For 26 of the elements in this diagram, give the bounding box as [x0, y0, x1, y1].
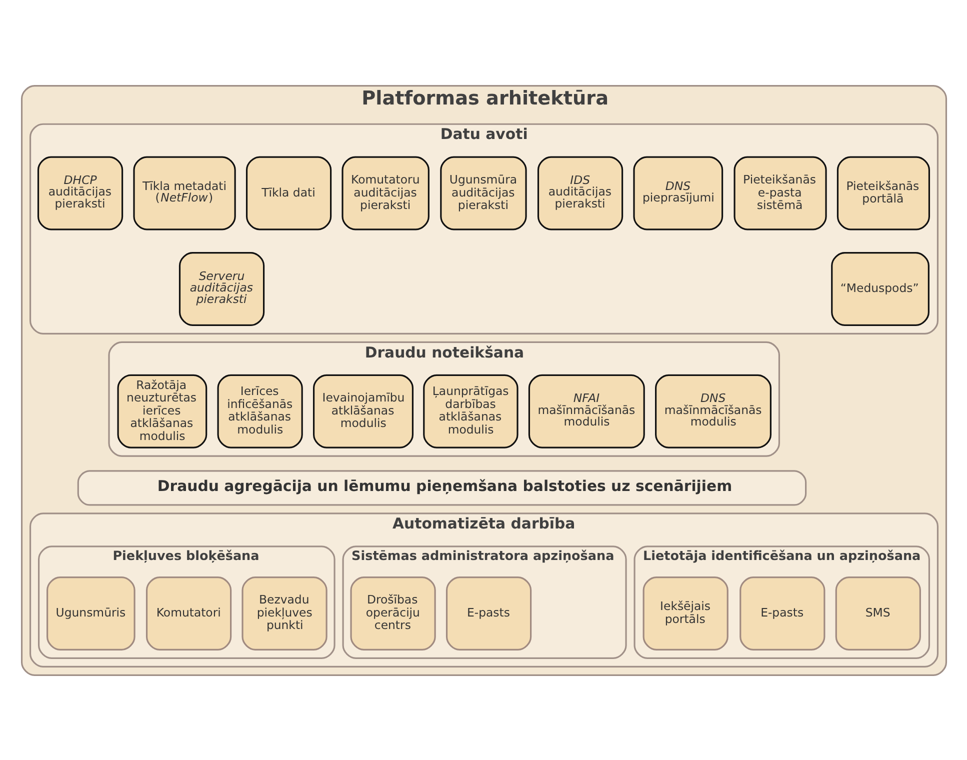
- node-box: DHCP auditācijas pieraksti: [36, 156, 123, 230]
- node-box: NFAI mašīnmācīšanās modulis: [528, 374, 644, 448]
- node-box: Ierīces inficēšanās atklāšanas modulis: [216, 374, 302, 448]
- node-box: Ievainojamību atklāšanas modulis: [312, 374, 414, 448]
- node-box: Ražotāja neuzturētas ierīces atklāšanas modulis: [116, 374, 207, 448]
- node-box: Pieteikšanās e-pasta sistēmā: [733, 156, 826, 230]
- node-box: IDS auditācijas pieraksti: [536, 156, 623, 230]
- node-box: E-pasts: [739, 576, 825, 650]
- node-box: Tīkla dati: [245, 156, 332, 230]
- node-box: Serveru auditācijas pieraksti: [178, 252, 264, 326]
- node-box: Iekšējais portāls: [642, 576, 728, 650]
- node-box: Draudu agregācija un lēmumu pieņemšana balstoties uz scenārijiem: [76, 470, 806, 506]
- node-box: Ugunsmūra auditācijas pieraksti: [440, 156, 526, 230]
- node-box: Pieteikšanās portālā: [836, 156, 930, 230]
- node-box: Ugunsmūris: [46, 576, 135, 650]
- node-box: DNS mašīnmācīšanās modulis: [654, 374, 771, 448]
- node-box: Drošības operāciju centrs: [350, 576, 436, 650]
- node-box: Komutatori: [145, 576, 232, 650]
- node-box: Bezvadu piekļuves punkti: [241, 576, 327, 650]
- node-box: “Meduspods”: [830, 252, 929, 326]
- node-box: Komutatoru auditācijas pieraksti: [341, 156, 429, 230]
- node-box: Tīkla metadati (NetFlow): [132, 156, 236, 230]
- node-box: DNS pieprasījumi: [632, 156, 723, 230]
- node-box: E-pasts: [445, 576, 532, 650]
- node-box: Ļaunprātīgas darbības atklāšanas modulis: [422, 374, 518, 448]
- node-box: SMS: [834, 576, 920, 650]
